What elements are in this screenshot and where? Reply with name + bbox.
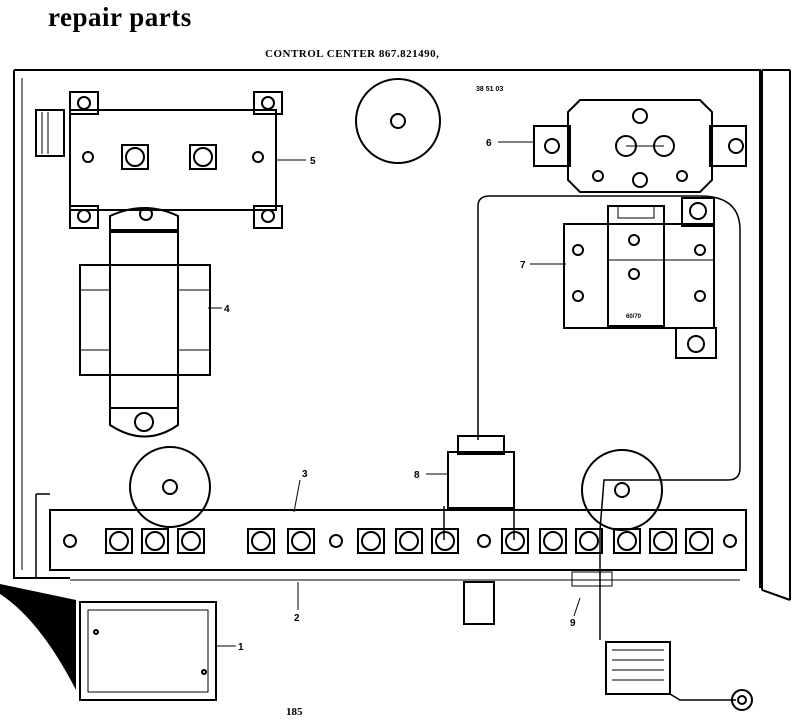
part-labels: 1 2 3 4 5 6 7 8 9 60/70 xyxy=(224,138,642,653)
terminal-screws xyxy=(105,528,713,554)
side-bracket xyxy=(35,109,65,157)
diagram-subtitle: CONTROL CENTER 867.821490, xyxy=(265,48,440,60)
part-label-7: 7 xyxy=(520,260,526,271)
part-label-1: 1 xyxy=(238,642,244,653)
part-8-switch xyxy=(447,451,515,509)
knob-left xyxy=(129,446,211,528)
part-4-transformer xyxy=(109,207,179,233)
chassis-outline xyxy=(14,69,761,588)
shaft xyxy=(463,581,495,625)
part-label-2: 2 xyxy=(294,613,300,624)
part-5-relay-block xyxy=(69,109,277,211)
part-label-3: 3 xyxy=(302,469,308,480)
part-6-receptacle xyxy=(567,99,713,193)
knob-right xyxy=(581,449,663,531)
part-7-relay xyxy=(563,223,715,329)
relay-mark: 60/70 xyxy=(626,314,642,320)
part-label-9: 9 xyxy=(570,618,576,629)
page-number: 185 xyxy=(286,706,303,718)
part-label-5: 5 xyxy=(310,156,316,167)
dark-bracket-shadow xyxy=(0,584,76,690)
part-label-6: 6 xyxy=(486,138,492,149)
part-label-4: 4 xyxy=(224,304,230,315)
page-title: repair parts xyxy=(48,2,192,32)
drawing-code: 38 51 03 xyxy=(476,86,504,93)
part-3-terminal-strip xyxy=(49,509,747,571)
part-1-cover-plate xyxy=(79,601,217,701)
part-9-element xyxy=(605,641,671,695)
knob-top xyxy=(355,78,441,164)
part-label-8: 8 xyxy=(414,470,420,481)
